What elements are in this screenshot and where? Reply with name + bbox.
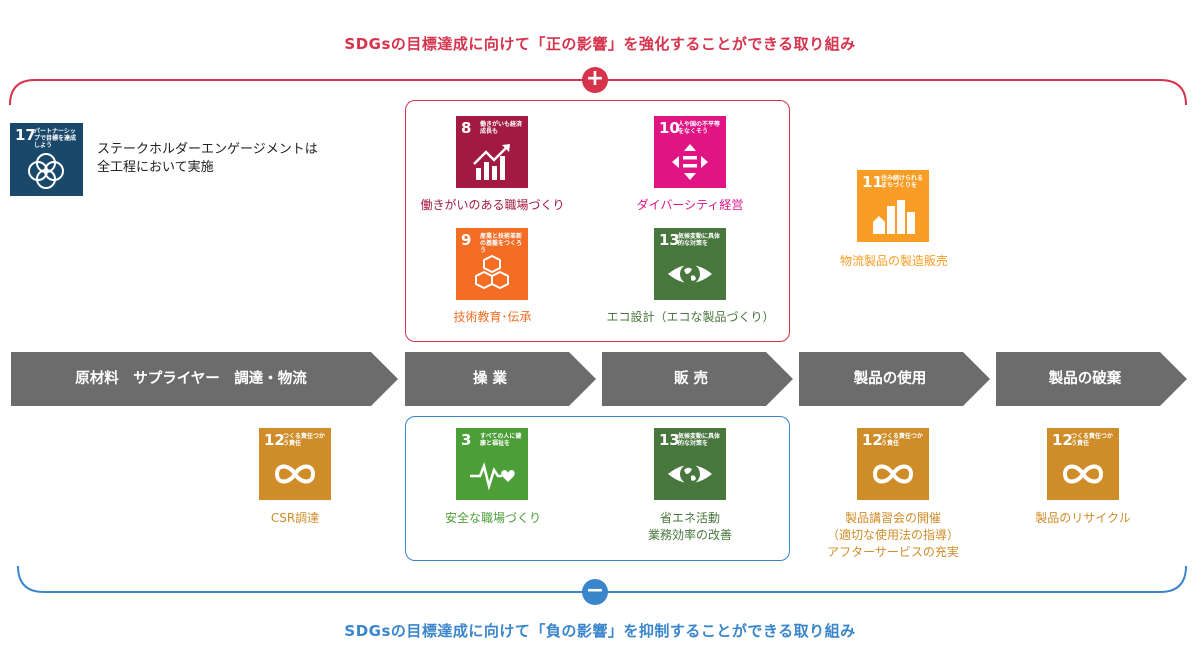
process-step-operations: 操 業 — [405, 352, 596, 406]
process-step-sales: 販 売 — [602, 352, 793, 406]
arrow-shape — [405, 352, 596, 406]
sdg-9-icon: 9 産業と技術革新の基盤をつくろう — [456, 228, 528, 300]
infinity-icon — [1062, 464, 1104, 484]
sdg-8-label: 働きがいのある職場づくり — [420, 198, 565, 212]
sdg-12-product-use-label: 製品講習会の開催 （適切な使用法の指導） アフターサービスの充実 — [826, 511, 959, 559]
sdg-8-icon: 8 働きがいも経済成長も — [456, 116, 528, 188]
sdg-10-icon: 10 人や国の不平等をなくそう — [654, 116, 726, 188]
infinity-icon — [872, 464, 914, 484]
sdg-12-csr-label: CSR調達 — [270, 511, 320, 525]
sdg-13-icon: 13 気候変動に具体的な対策を — [654, 228, 726, 300]
negative-operations-box — [405, 416, 790, 561]
negative-impact-heading: SDGsの目標達成に向けて「負の影響」を抑制することができる取り組み — [344, 622, 856, 640]
sdg-10-label: ダイバーシティ経営 — [636, 198, 744, 212]
sdg-11-icon: 11 住み続けられるまちづくりを — [857, 170, 929, 242]
positive-operations-box — [405, 100, 790, 342]
sdg-12-icon: 12 つくる責任つかう責任 — [1047, 428, 1119, 500]
sdg-9-label: 技術教育･伝承 — [453, 310, 532, 324]
city-icon — [873, 200, 915, 234]
arrow-shape — [11, 352, 398, 406]
sdg-13-icon: 13 気候変動に具体的な対策を — [654, 428, 726, 500]
sdg-17-icon: 17 パートナーシップで目標を達成しよう — [10, 123, 83, 196]
partnership-rings-icon — [28, 153, 64, 189]
minus-icon: − — [582, 579, 608, 605]
process-step-product-disposal: 製品の破棄 — [996, 352, 1187, 406]
arrow-shape — [996, 352, 1187, 406]
sdg-3-label: 安全な職場づくり — [444, 511, 541, 525]
growth-chart-icon — [473, 144, 510, 180]
sdg-11-label: 物流製品の製造販売 — [839, 254, 948, 268]
arrow-shape — [799, 352, 990, 406]
heartbeat-icon — [470, 461, 515, 491]
stakeholder-engagement-note: ステークホルダーエンゲージメントは 全工程において実施 — [97, 142, 318, 175]
sdg-12-icon: 12 つくる責任つかう責任 — [857, 428, 929, 500]
infinity-icon — [274, 464, 316, 484]
eye-globe-icon — [668, 264, 712, 284]
process-step-product-use: 製品の使用 — [799, 352, 990, 406]
eye-globe-icon — [668, 464, 712, 484]
sdg-13-energy-label: 省エネ活動 業務効率の改善 — [647, 511, 732, 542]
plus-icon: + — [582, 67, 608, 93]
cubes-icon — [475, 254, 509, 290]
sdg-3-icon: 3 すべての人に健康と福祉を — [456, 428, 528, 500]
positive-impact-heading: SDGsの目標達成に向けて「正の影響」を強化することができる取り組み — [344, 35, 856, 53]
process-step-procurement: 原材料 サプライヤー 調達・物流 — [11, 352, 398, 406]
sdg-13-label: エコ設計（エコな製品づくり） — [606, 310, 775, 324]
arrow-shape — [602, 352, 793, 406]
equality-icon — [672, 144, 708, 180]
sdg-12-icon: 12 つくる責任つかう責任 — [259, 428, 331, 500]
sdg-12-recycle-label: 製品のリサイクル — [1035, 511, 1131, 525]
